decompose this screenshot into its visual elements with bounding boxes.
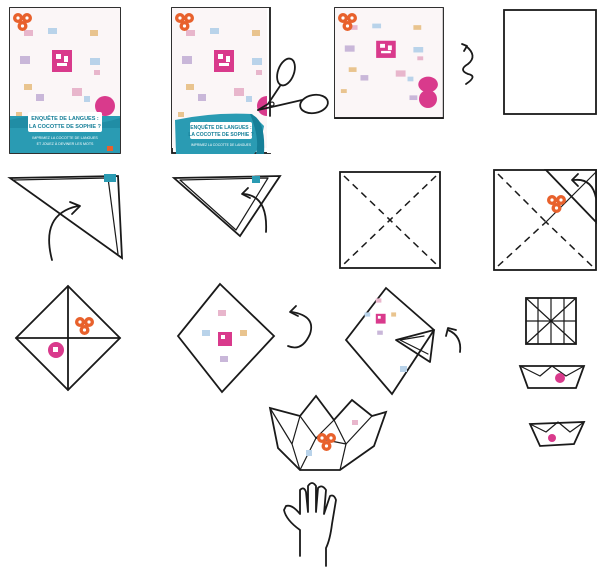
poster-title-line1: ENQUÊTE DE LANGUES : bbox=[31, 114, 99, 122]
step-2-cut: ENQUÊTE DE LANGUES : LA COCOTTE DE SOPHI… bbox=[172, 8, 287, 154]
cut-banner-sub: IMPRIMEZ LA COCOTTE DE LANGUES bbox=[191, 143, 252, 147]
step-11-fold bbox=[346, 288, 460, 394]
cut-banner-line2: LA COCOTTE DE SOPHIE ? bbox=[188, 132, 253, 138]
poster-subtext-1: IMPRIMEZ LA COCOTTE DE LANGUES bbox=[32, 136, 98, 140]
step-6-fold bbox=[174, 176, 280, 236]
cut-banner-line1: ENQUÊTE DE LANGUES : bbox=[190, 123, 252, 131]
step-8-corner-fold bbox=[494, 170, 596, 270]
hand-icon bbox=[284, 483, 336, 566]
poster-title-line2: LA COCOTTE DE SOPHIE ? bbox=[29, 124, 102, 130]
step-7-creases bbox=[340, 172, 440, 268]
step-3-trimmed bbox=[335, 8, 443, 118]
step-9-diamond bbox=[16, 286, 120, 390]
step-5-fold bbox=[10, 174, 122, 260]
rotate-arrow-icon bbox=[462, 44, 473, 84]
step-1-poster: ENQUÊTE DE LANGUES : LA COCOTTE DE SOPHI… bbox=[10, 8, 120, 153]
poster-subtext-2: ET JOUEZ À DEVINER LES MOTS bbox=[37, 142, 94, 146]
step-12-shaping bbox=[520, 298, 584, 446]
step-4-blank-square bbox=[504, 10, 596, 114]
step-10-diamond-back bbox=[178, 284, 311, 392]
step-13-finished-cocotte bbox=[270, 396, 386, 470]
